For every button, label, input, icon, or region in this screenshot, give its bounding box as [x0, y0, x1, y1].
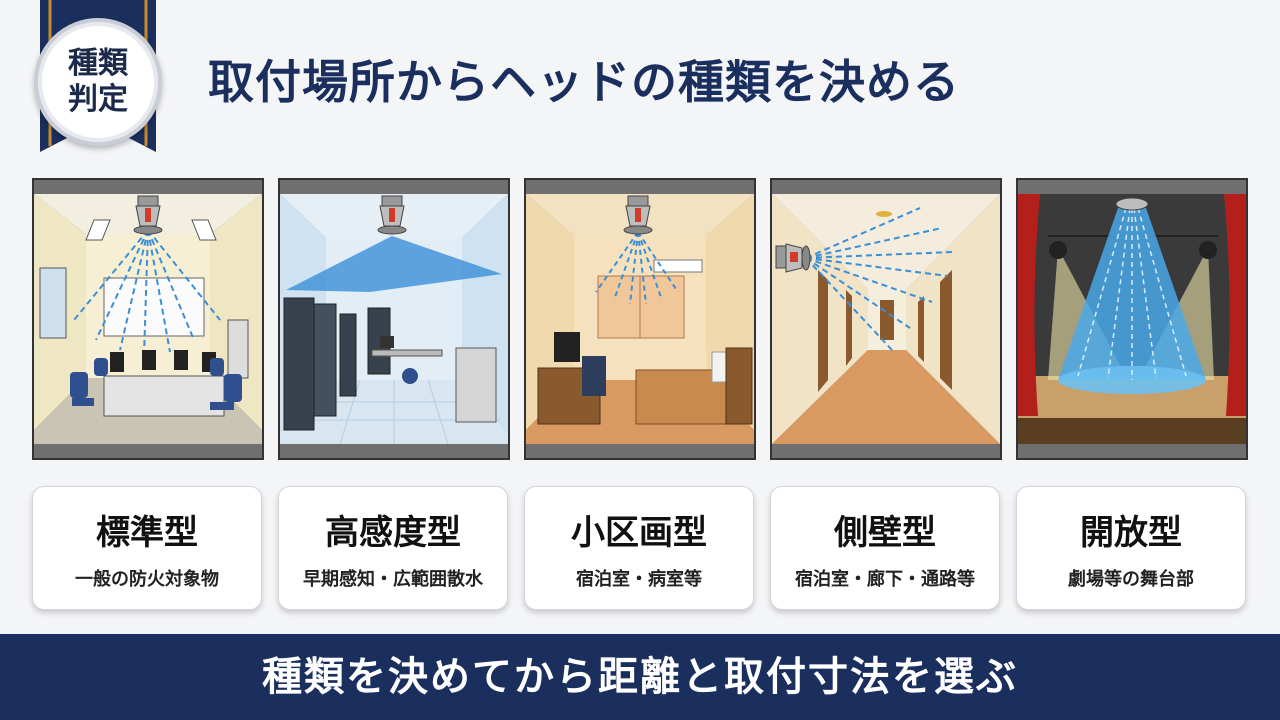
category-badge: 種類判定: [34, 18, 162, 146]
card-title: 高感度型: [325, 513, 461, 553]
corridor-scene-image: [770, 178, 1002, 460]
badge-label: 種類判定: [68, 46, 128, 117]
open-type-card: 開放型 劇場等の舞台部: [1016, 486, 1246, 610]
card-title: 側壁型: [834, 513, 936, 553]
card-title: 小区画型: [571, 513, 707, 553]
card-description: 宿泊室・病室等: [576, 569, 702, 590]
stage-scene-image: [1016, 178, 1248, 460]
card-title: 開放型: [1080, 513, 1182, 553]
card-description: 劇場等の舞台部: [1068, 569, 1194, 590]
footer-banner: 種類を決めてから距離と取付寸法を選ぶ: [0, 634, 1280, 720]
high-sensitivity-type-card: 高感度型 早期感知・広範囲散水: [278, 486, 508, 610]
footer-message: 種類を決めてから距離と取付寸法を選ぶ: [262, 654, 1018, 700]
standard-type-card: 標準型 一般の防火対象物: [32, 486, 262, 610]
side-wall-type-card: 側壁型 宿泊室・廊下・通路等: [770, 486, 1000, 610]
card-description: 一般の防火対象物: [75, 569, 219, 590]
office-scene-image: [32, 178, 264, 460]
server-room-scene-image: [278, 178, 510, 460]
small-compartment-type-card: 小区画型 宿泊室・病室等: [524, 486, 754, 610]
hotel-room-scene-image: [524, 178, 756, 460]
card-description: 早期感知・広範囲散水: [303, 569, 483, 590]
card-title: 標準型: [96, 513, 198, 553]
card-description: 宿泊室・廊下・通路等: [795, 569, 975, 590]
page-title: 取付場所からヘッドの種類を決める: [208, 55, 960, 109]
